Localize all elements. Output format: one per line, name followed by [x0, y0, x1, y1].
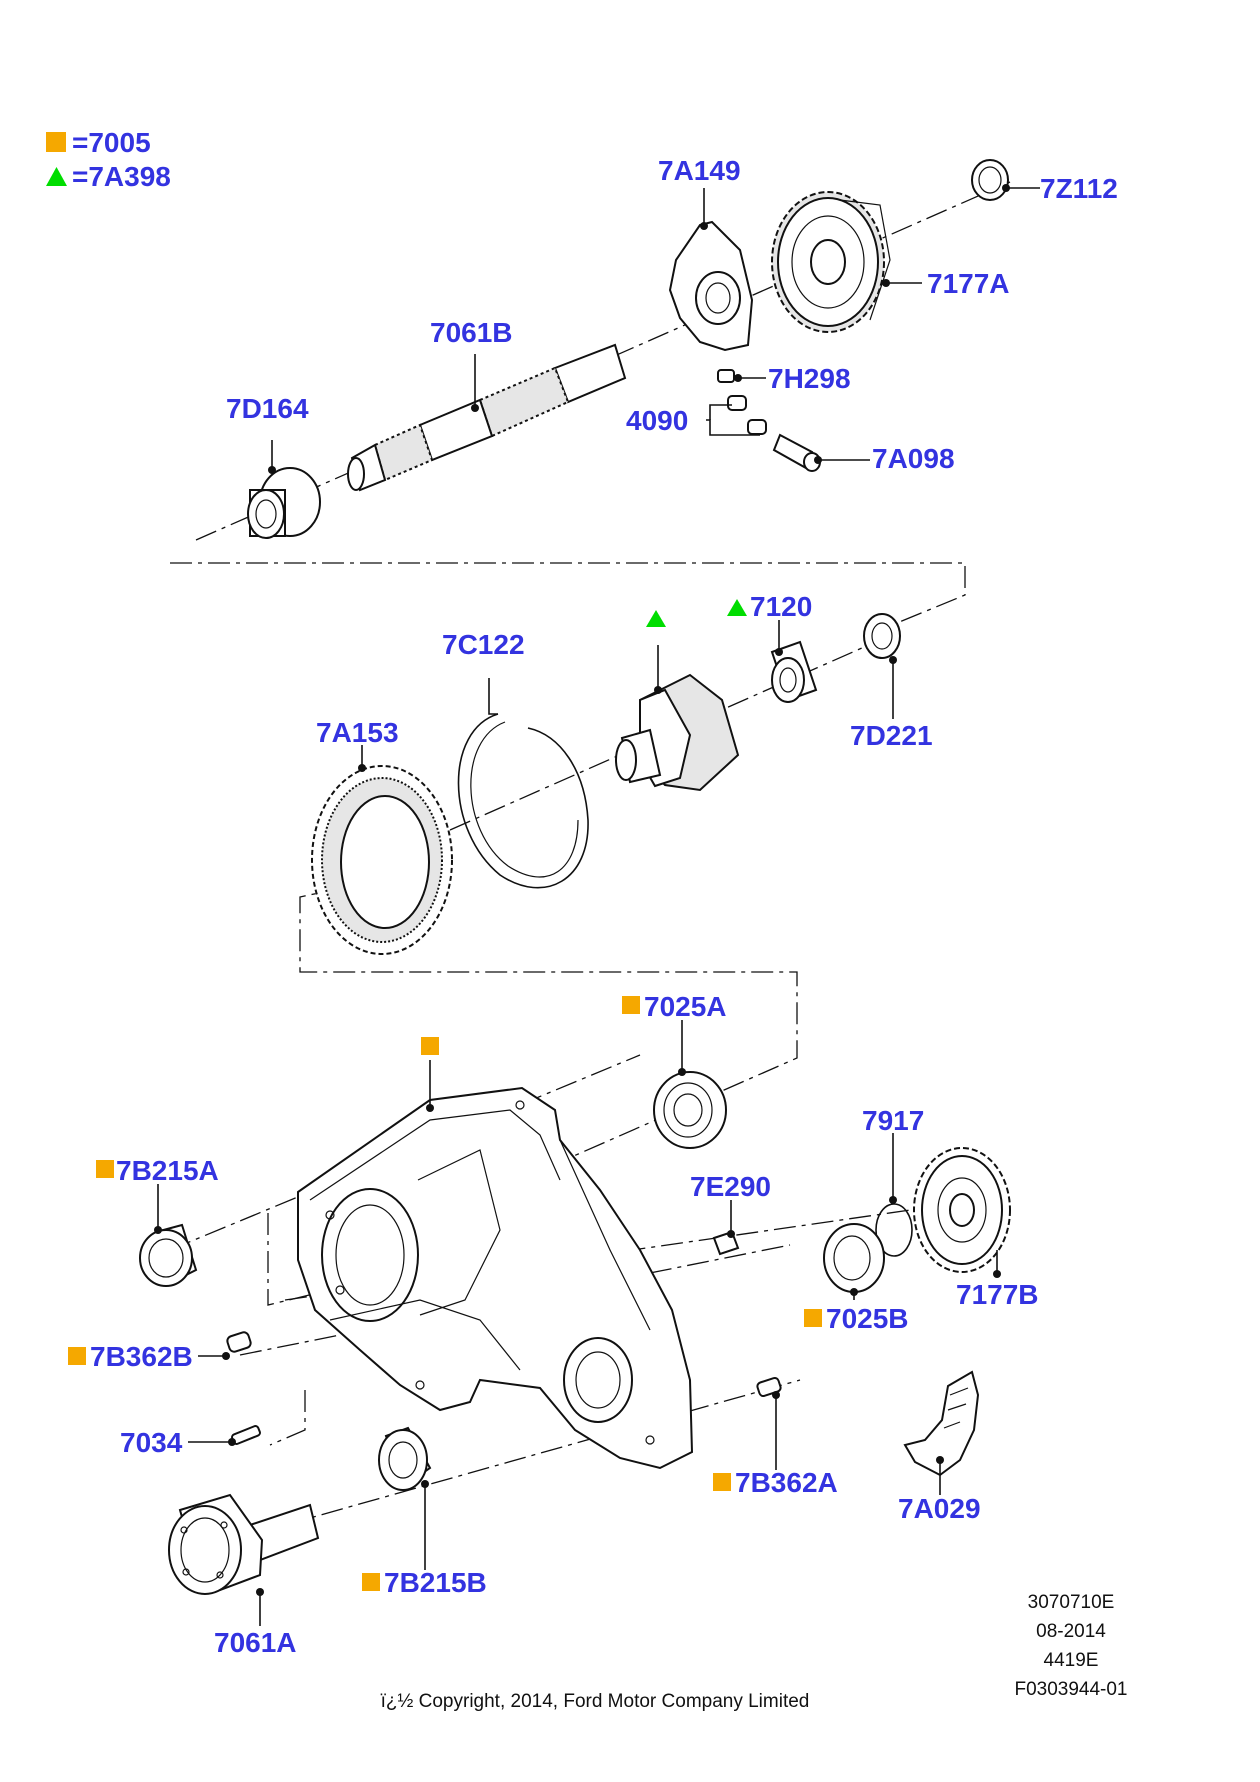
- label-7061b: 7061B: [430, 317, 513, 348]
- label-7a153: 7A153: [316, 717, 399, 748]
- square-marker-icon: [96, 1160, 114, 1178]
- label-7177b: 7177B: [956, 1279, 1039, 1310]
- bearing-7d164: [247, 467, 321, 539]
- bushing-7120: [770, 640, 818, 703]
- part-labels: 7A149 7Z112 7177A 7061B 7H298 7D164 4090…: [90, 155, 1118, 1658]
- label-7025a: 7025A: [644, 991, 727, 1022]
- label-7e290: 7E290: [690, 1171, 771, 1202]
- ring-gear-7a153: [311, 765, 453, 955]
- label-7177a: 7177A: [927, 268, 1010, 299]
- seal-7b215b: [378, 1426, 432, 1491]
- square-marker-icon: [804, 1309, 822, 1327]
- legend-square-text: =7005: [72, 127, 151, 158]
- label-7h298: 7H298: [768, 363, 851, 394]
- pump-7a149: [668, 220, 754, 352]
- label-7120: 7120: [750, 591, 812, 622]
- label-7a098: 7A098: [872, 443, 955, 474]
- label-7d164: 7D164: [226, 393, 309, 424]
- square-marker-icon: [68, 1347, 86, 1365]
- bearing-7d221: [863, 613, 901, 659]
- bearing-7025b: [823, 1223, 885, 1293]
- gear-7177b: [913, 1147, 1011, 1273]
- meta-date: 08-2014: [1036, 1621, 1106, 1642]
- part-markers: [68, 599, 822, 1591]
- copyright-notice: ï¿½ Copyright, 2014, Ford Motor Company …: [381, 1691, 810, 1712]
- square-marker-icon: [713, 1473, 731, 1491]
- legend: =7005 =7A398: [46, 127, 171, 192]
- label-7z112: 7Z112: [1040, 173, 1118, 204]
- document-meta: 3070710E 08-2014 4419E F0303944-01 ï¿½ C…: [381, 1592, 1128, 1712]
- label-7d221: 7D221: [850, 720, 933, 751]
- snap-ring-7c122: [457, 713, 589, 889]
- square-marker-icon: [421, 1037, 439, 1055]
- meta-reference: F0303944-01: [1014, 1679, 1127, 1700]
- label-7b215b: 7B215B: [384, 1567, 487, 1598]
- transfer-case-housing-7005: [297, 1086, 694, 1470]
- meta-illustration-number: 3070710E: [1028, 1592, 1115, 1613]
- leader-lines: [154, 184, 1040, 1626]
- triangle-marker-icon: [46, 167, 67, 186]
- seal-7z112: [971, 159, 1009, 201]
- seal-7b215a: [139, 1223, 198, 1287]
- triangle-marker-icon: [727, 599, 747, 616]
- label-7034: 7034: [120, 1427, 183, 1458]
- square-marker-icon: [362, 1573, 380, 1591]
- sensor-7a098: [772, 433, 821, 472]
- carrier-7a398: [615, 673, 740, 792]
- legend-triangle-text: =7A398: [72, 161, 171, 192]
- shaft-7061a: [168, 1493, 320, 1595]
- label-7b362a: 7B362A: [735, 1467, 838, 1498]
- label-7b215a: 7B215A: [116, 1155, 219, 1186]
- label-7c122: 7C122: [442, 629, 525, 660]
- gear-7177a: [771, 191, 891, 333]
- plug-7b362b: [226, 1331, 252, 1353]
- square-marker-icon: [622, 996, 640, 1014]
- triangle-marker-icon: [646, 610, 666, 627]
- bearing-7025a: [653, 1071, 727, 1149]
- label-7917: 7917: [862, 1105, 924, 1136]
- snap-ring-7917: [875, 1203, 913, 1257]
- square-marker-icon: [46, 132, 66, 152]
- fitting-7h298: [717, 369, 735, 383]
- meta-code: 4419E: [1044, 1650, 1099, 1671]
- fittings-4090: [727, 395, 767, 435]
- label-7b362b: 7B362B: [90, 1341, 193, 1372]
- label-7025b: 7025B: [826, 1303, 909, 1334]
- label-7a149: 7A149: [658, 155, 741, 186]
- label-7a029: 7A029: [898, 1493, 981, 1524]
- shaft-7061b: [347, 343, 627, 492]
- label-4090: 4090: [626, 405, 688, 436]
- label-7061a: 7061A: [214, 1627, 297, 1658]
